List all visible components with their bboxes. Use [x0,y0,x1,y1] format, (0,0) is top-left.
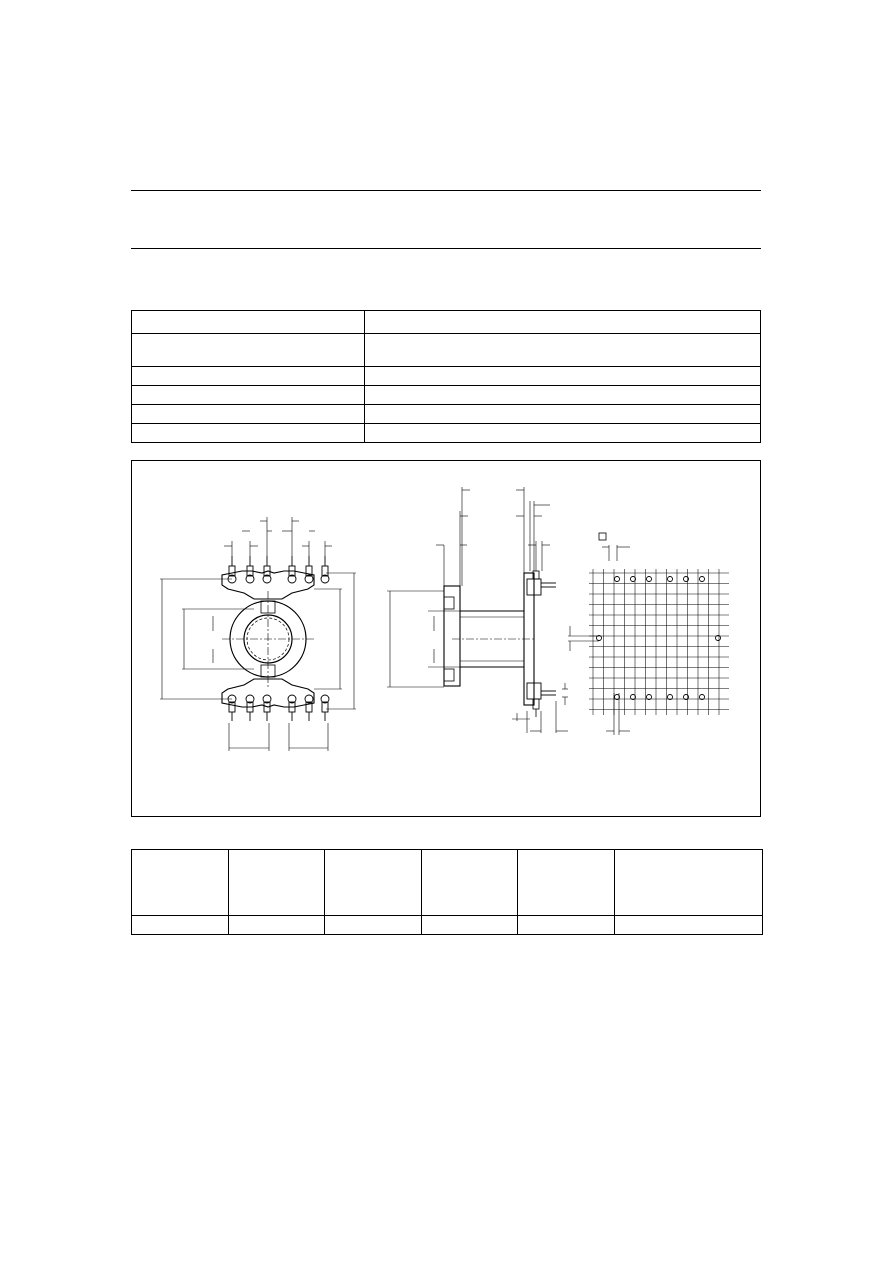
spec-label [131,404,365,424]
table-row [131,385,761,405]
column-header [613,849,764,916]
table-cell [131,915,229,935]
spec-value [364,310,761,334]
spec-value [364,423,761,443]
table-row [131,423,761,443]
table-cell [517,915,615,935]
top-rule [131,190,761,191]
column-header [227,849,326,916]
table-cell [613,915,764,935]
pcb-layout [568,532,729,735]
spec-value [364,366,761,386]
spec-value [364,385,761,405]
front-view [160,517,356,751]
spec-label [131,385,365,405]
ordering-table [131,849,764,935]
column-header [420,849,519,916]
column-header [324,849,422,916]
column-header [131,849,229,916]
table-cell [420,915,519,935]
spec-label [131,310,365,334]
side-view [387,487,568,733]
table-row [131,366,761,386]
table-row [131,915,764,935]
table-row [131,310,761,334]
header-bottom-rule [131,248,761,249]
table-cell [324,915,422,935]
table-row [131,404,761,424]
spec-label [131,366,365,386]
spec-value [364,333,761,367]
spec-value [364,404,761,424]
table-header-row [131,849,764,916]
spec-label [131,333,365,367]
table-row [131,333,761,367]
spec-label [131,423,365,443]
column-header [517,849,615,916]
technical-drawing [131,460,761,817]
coil-former-drawing [160,487,729,751]
table-cell [227,915,326,935]
spec-table [131,310,761,443]
